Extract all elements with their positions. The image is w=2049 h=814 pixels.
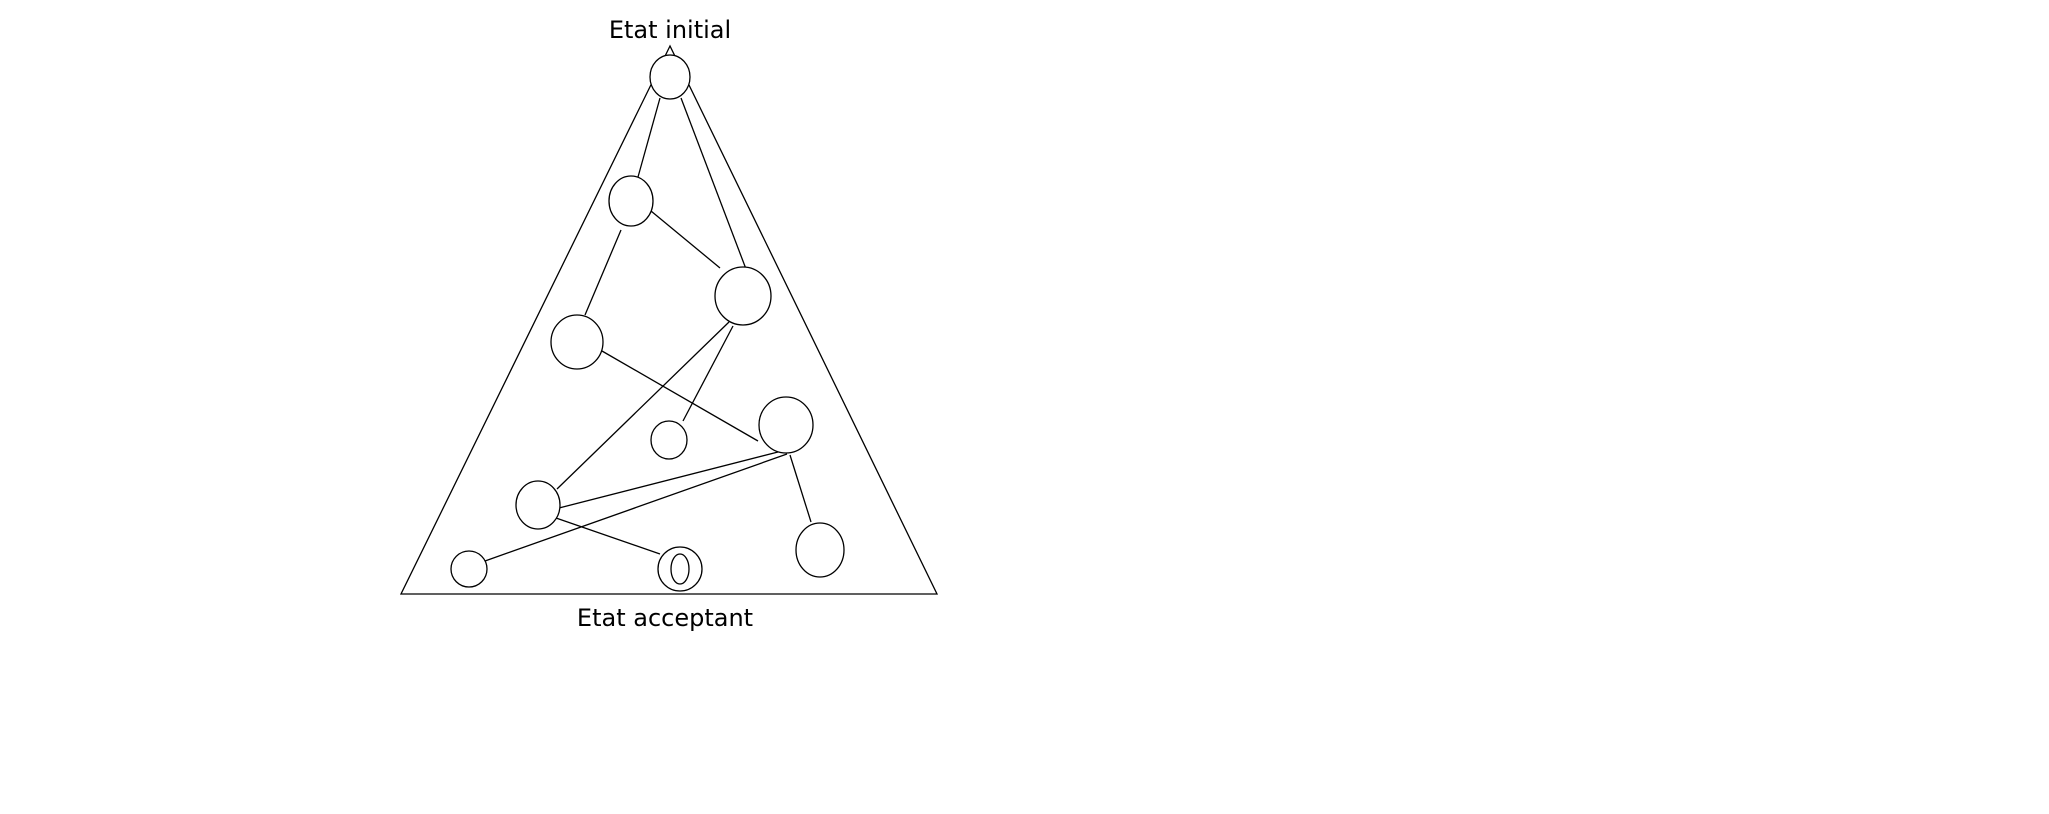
edge-state-2-to-state-4 [584, 229, 622, 316]
state-node-9 [795, 522, 845, 578]
state-node-4 [550, 314, 604, 370]
accepting-state-label: Etat acceptant [577, 604, 753, 632]
initial-state-label: Etat initial [609, 16, 731, 44]
edge-state-5-to-state-9 [789, 454, 812, 523]
edge-state-5-to-state-8 [484, 453, 788, 562]
edge-state-7-to-accepting [555, 517, 661, 555]
edge-state-5-to-state-7 [558, 451, 779, 509]
state-edges [484, 97, 812, 562]
edge-state-4-to-state-5 [601, 350, 759, 442]
state-node-3 [714, 266, 772, 326]
state-node-accepting-inner [670, 553, 690, 585]
state-node-8 [450, 550, 488, 588]
state-node-initial [649, 54, 691, 100]
state-node-2 [608, 175, 654, 227]
state-node-6 [650, 420, 688, 460]
state-node-7 [515, 480, 561, 530]
edge-state-2-to-state-3 [650, 210, 721, 269]
search-space-triangle [399, 44, 939, 595]
state-node-5 [758, 396, 814, 454]
edge-state-3-to-state-7 [556, 321, 730, 490]
edge-initial-to-state-3 [680, 97, 747, 270]
edge-initial-to-state-2 [637, 97, 661, 178]
edge-state-3-to-state-6 [682, 325, 734, 422]
state-nodes [450, 54, 845, 592]
